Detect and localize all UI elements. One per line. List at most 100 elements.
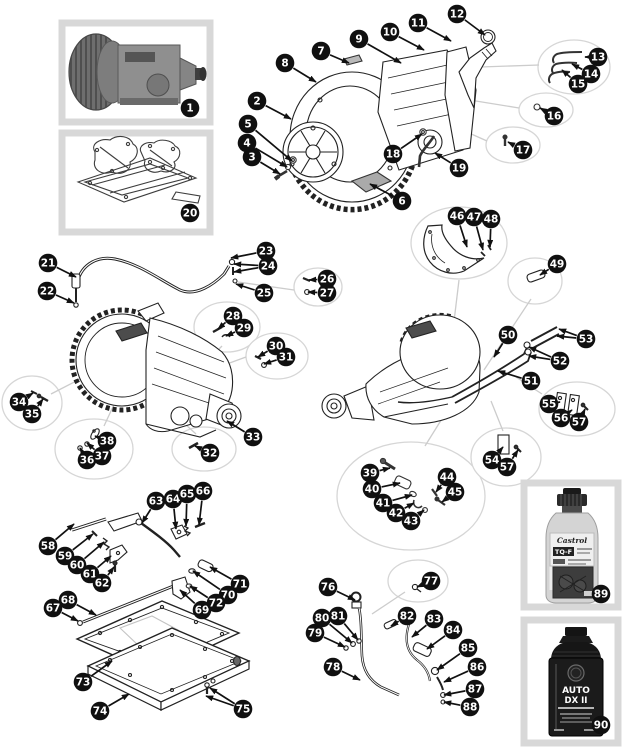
callout-54: 54 <box>482 450 502 470</box>
callout-number: 43 <box>404 516 419 528</box>
callout-number: 62 <box>95 578 110 590</box>
callout-44: 44 <box>437 467 457 487</box>
callout-arrow <box>61 611 79 622</box>
callout-number: 25 <box>257 288 272 300</box>
callout-arrow <box>55 294 75 304</box>
tube-end <box>436 676 444 691</box>
pipe <box>552 51 583 64</box>
callout-number: 16 <box>547 111 562 123</box>
callout-39: 39 <box>360 463 380 483</box>
callout-number: 47 <box>467 212 482 224</box>
extension-housing <box>458 42 497 109</box>
callout-number: 39 <box>363 468 378 480</box>
callout-arrow <box>90 660 113 677</box>
callout-79: 79 <box>305 623 325 643</box>
callout-number: 36 <box>80 455 95 467</box>
callout-arrow <box>235 283 255 291</box>
callout-35: 35 <box>22 404 42 424</box>
callout-52: 52 <box>550 351 570 371</box>
callout-36: 36 <box>77 450 97 470</box>
callout-18: 18 <box>383 144 403 164</box>
dx2-line1: AUTO <box>562 686 590 696</box>
castrol-bottle-box: Castrol TQ-F <box>520 479 622 611</box>
callout-47: 47 <box>464 207 484 227</box>
callout-25: 25 <box>254 283 274 303</box>
callout-number: 24 <box>261 261 276 273</box>
o-ring <box>480 29 496 45</box>
callout-69: 69 <box>192 600 212 620</box>
callout-number: 79 <box>308 628 323 640</box>
callout-arrow <box>493 342 504 358</box>
callout-arrow <box>497 370 522 379</box>
callout-14: 14 <box>581 64 601 84</box>
callout-arrow <box>426 26 452 42</box>
callout-arrow <box>79 447 87 456</box>
part-group-ellipse <box>193 301 261 353</box>
piston <box>394 475 412 490</box>
callout-88: 88 <box>460 697 480 717</box>
callout-number: 6 <box>398 196 405 208</box>
callout-68: 68 <box>58 590 78 610</box>
callout-57: 57 <box>497 457 517 477</box>
callout-arrow <box>426 635 446 650</box>
callout-number: 33 <box>246 432 261 444</box>
callout-37: 37 <box>92 446 112 466</box>
callout-81: 81 <box>328 606 348 626</box>
seal-sleeve <box>383 619 398 630</box>
callout-number: 48 <box>484 214 499 226</box>
callout-arrow <box>398 35 425 51</box>
callout-72: 72 <box>206 593 226 613</box>
callout-arrow <box>392 494 413 502</box>
cover-plate <box>343 54 363 66</box>
callout-arrow <box>230 252 257 260</box>
pipe-section <box>532 333 560 349</box>
callout-41: 41 <box>373 493 393 513</box>
callout-number: 13 <box>591 52 606 64</box>
callout-arrow <box>475 226 484 251</box>
callout-60: 60 <box>67 555 87 575</box>
callout-arrow <box>329 54 350 64</box>
callout-31: 31 <box>276 347 296 367</box>
callout-number: 58 <box>41 541 56 553</box>
transmission-photo <box>68 33 207 111</box>
rod-end <box>77 620 83 626</box>
callout-arrow <box>436 652 461 671</box>
callout-arrow <box>558 328 578 337</box>
callout-arrow <box>441 495 450 503</box>
plug <box>533 103 541 111</box>
callout-number: 67 <box>46 603 61 615</box>
pipe <box>551 61 578 74</box>
callout-number: 27 <box>320 288 335 300</box>
callout-arrow <box>528 346 552 358</box>
callout-arrow <box>564 409 573 417</box>
callout-number: 4 <box>243 138 250 150</box>
callout-number: 57 <box>500 462 515 474</box>
callout-arrow <box>25 392 34 400</box>
callout-number: 37 <box>95 451 110 463</box>
callout-number: 7 <box>317 46 324 58</box>
brand-emblem <box>567 664 585 682</box>
exploded-transmission <box>273 29 583 213</box>
torque-converter <box>282 121 344 183</box>
callout-number: 1 <box>186 103 193 115</box>
callout-arrow <box>443 690 466 697</box>
dx2-line2: DX II <box>565 696 588 706</box>
callout-77: 77 <box>421 571 441 591</box>
callout-number: 65 <box>180 489 195 501</box>
gasket-set-art <box>76 135 201 204</box>
callout-arrow <box>323 636 346 648</box>
callout-arrow <box>487 228 494 248</box>
callout-arrow <box>254 147 288 168</box>
callout-27: 27 <box>317 283 337 303</box>
callout-20: 20 <box>180 203 200 223</box>
callout-arrow <box>528 354 551 361</box>
callout-number: 60 <box>70 560 85 572</box>
callout-24: 24 <box>258 256 278 276</box>
callout-number: 44 <box>440 472 455 484</box>
callout-55: 55 <box>539 394 559 414</box>
callout-46: 46 <box>447 206 467 226</box>
callout-number: 30 <box>269 341 284 353</box>
callout-34: 34 <box>9 392 29 412</box>
transmission-with-cable <box>30 256 311 451</box>
callout-21: 21 <box>38 253 58 273</box>
